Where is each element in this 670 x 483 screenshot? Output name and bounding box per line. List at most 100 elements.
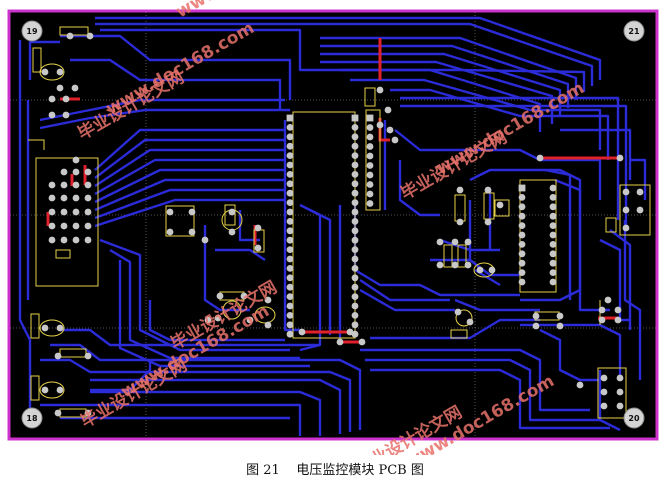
- pad: [366, 124, 374, 131]
- pad: [72, 236, 80, 244]
- mounting-holes: 19 21 18 20: [21, 20, 645, 429]
- pad: [536, 154, 544, 162]
- pad: [286, 161, 294, 169]
- corner-label-top-left: 19: [26, 27, 38, 36]
- pad: [436, 238, 444, 246]
- pad: [598, 316, 606, 324]
- pad: [351, 218, 359, 225]
- pad: [518, 250, 526, 258]
- pad: [518, 269, 526, 276]
- pad: [62, 111, 70, 119]
- pad: [488, 266, 496, 274]
- corner-label-top-right: 21: [628, 27, 640, 36]
- pad: [84, 168, 92, 176]
- pad: [484, 218, 492, 226]
- pad: [466, 318, 474, 326]
- pad: [518, 259, 526, 267]
- pad: [549, 194, 557, 201]
- pad: [532, 312, 540, 320]
- pad: [358, 338, 366, 346]
- pad: [366, 190, 374, 198]
- pad: [286, 152, 294, 160]
- pad: [41, 386, 49, 394]
- pad: [549, 184, 557, 192]
- caption-text: 电压监控模块 PCB 图: [296, 463, 424, 478]
- pad: [56, 84, 64, 92]
- pad: [204, 316, 212, 324]
- pad: [616, 402, 624, 410]
- pad: [48, 236, 56, 244]
- pad: [84, 222, 92, 230]
- pad: [366, 181, 374, 188]
- pad: [454, 308, 462, 316]
- pad: [391, 136, 399, 144]
- pad: [216, 292, 224, 300]
- pad: [286, 133, 294, 141]
- pad: [72, 156, 80, 164]
- pad: [351, 180, 359, 188]
- pad: [286, 124, 294, 131]
- pad: [298, 328, 306, 336]
- pad: [351, 152, 359, 160]
- pad: [84, 409, 92, 417]
- pads: [41, 32, 644, 417]
- pad: [351, 293, 359, 300]
- pad: [286, 302, 294, 310]
- pad: [48, 194, 56, 202]
- pad: [600, 388, 608, 396]
- pad: [351, 236, 359, 244]
- pad: [351, 321, 359, 329]
- pad: [54, 352, 62, 360]
- pad: [48, 111, 56, 119]
- pad: [484, 186, 492, 194]
- pad: [600, 402, 608, 410]
- pad: [166, 208, 174, 216]
- pad: [451, 261, 459, 269]
- pad: [576, 381, 584, 389]
- pad: [71, 84, 79, 92]
- pad: [518, 203, 526, 211]
- pad: [549, 231, 557, 239]
- pad: [351, 161, 359, 169]
- pad: [598, 306, 606, 314]
- mounting-hole-bottom-left: 18: [21, 407, 43, 429]
- pad: [351, 171, 359, 178]
- pad: [86, 32, 94, 40]
- pad: [351, 283, 359, 291]
- pad: [549, 250, 557, 258]
- pad: [518, 241, 526, 248]
- pad: [246, 316, 254, 324]
- pad: [286, 171, 294, 178]
- pad: [84, 194, 92, 202]
- pad: [286, 274, 294, 282]
- corner-label-bottom-right: 20: [628, 414, 640, 423]
- pad: [72, 168, 80, 176]
- pad: [366, 171, 374, 179]
- pad: [201, 236, 209, 244]
- pad: [549, 278, 557, 286]
- pad: [600, 374, 608, 382]
- pad: [436, 261, 444, 269]
- pad: [286, 293, 294, 300]
- pad: [464, 238, 472, 246]
- pad: [616, 374, 624, 382]
- pad: [286, 218, 294, 225]
- pad: [549, 241, 557, 248]
- mounting-hole-top-left: 19: [21, 20, 43, 42]
- pad: [84, 352, 92, 360]
- pad: [549, 259, 557, 267]
- pad: [84, 181, 92, 189]
- pad: [351, 208, 359, 216]
- pad: [240, 292, 248, 300]
- pad: [72, 222, 80, 230]
- pad: [366, 114, 374, 122]
- pad: [386, 126, 394, 134]
- pad: [48, 222, 56, 230]
- pad: [48, 208, 56, 216]
- pad: [351, 133, 359, 141]
- mounting-hole-bottom-right: 20: [623, 407, 645, 429]
- caption-number: 图 21: [246, 463, 280, 478]
- corner-label-bottom-left: 18: [26, 414, 38, 423]
- pad: [456, 218, 464, 226]
